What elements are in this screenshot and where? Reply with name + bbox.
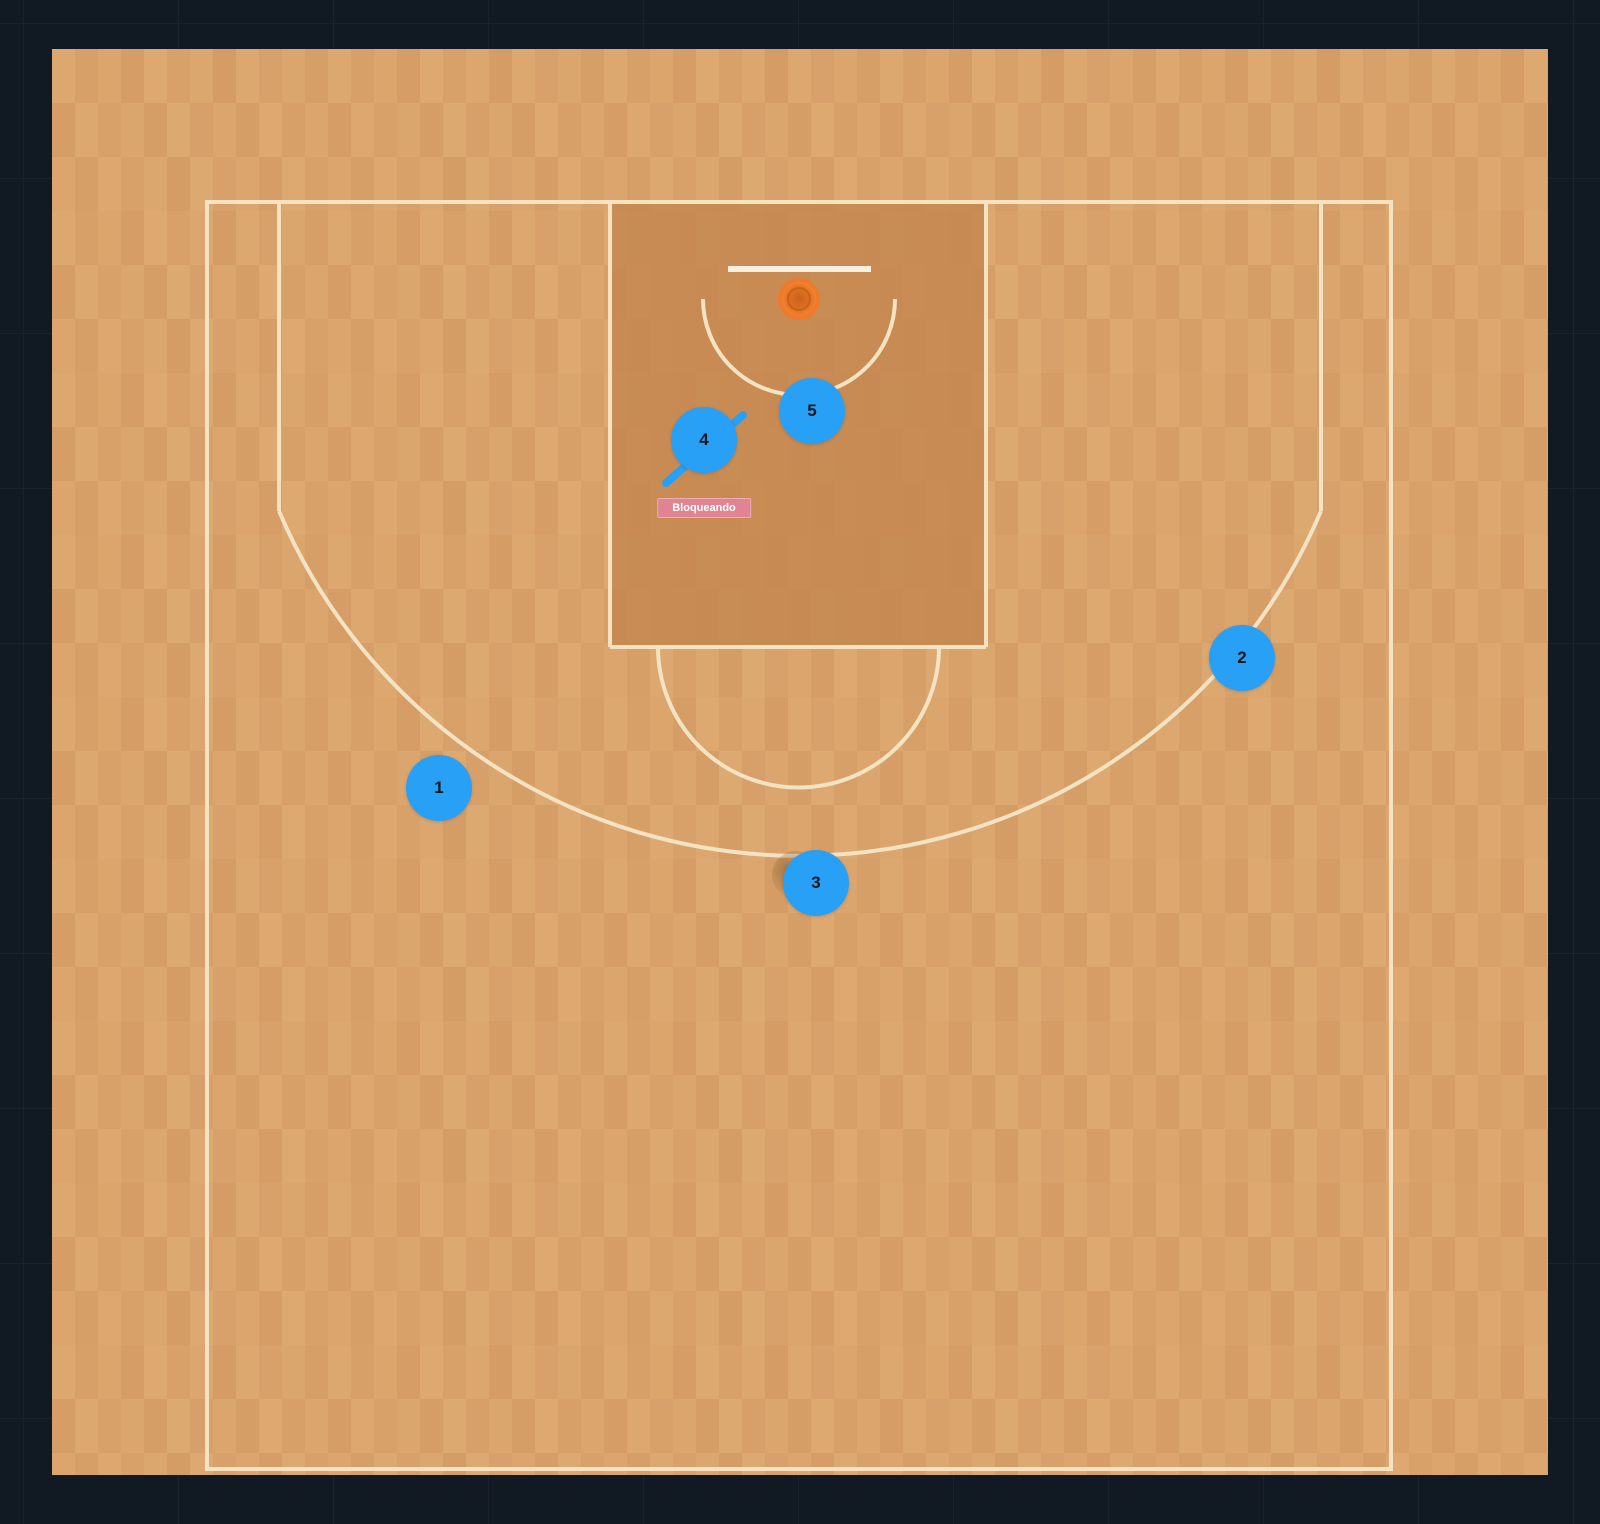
half-court[interactable]: 1 2 3 4 5 Bloqueando — [52, 49, 1548, 1475]
player-4[interactable]: 4 — [671, 407, 737, 473]
player-number: 5 — [807, 401, 817, 420]
player-number: 3 — [811, 873, 821, 892]
player-number: 2 — [1237, 648, 1247, 667]
screening-status-badge: Bloqueando — [657, 498, 751, 518]
player-5[interactable]: 5 — [779, 378, 845, 444]
player-number: 1 — [434, 778, 444, 797]
player-2[interactable]: 2 — [1209, 625, 1275, 691]
free-throw-circle — [656, 646, 941, 790]
court-boundary — [205, 200, 1393, 1471]
rim-icon — [778, 278, 820, 320]
player-1[interactable]: 1 — [406, 755, 472, 821]
player-number: 4 — [699, 430, 709, 449]
court-lines — [52, 49, 1548, 1475]
player-3[interactable]: 3 — [783, 850, 849, 916]
